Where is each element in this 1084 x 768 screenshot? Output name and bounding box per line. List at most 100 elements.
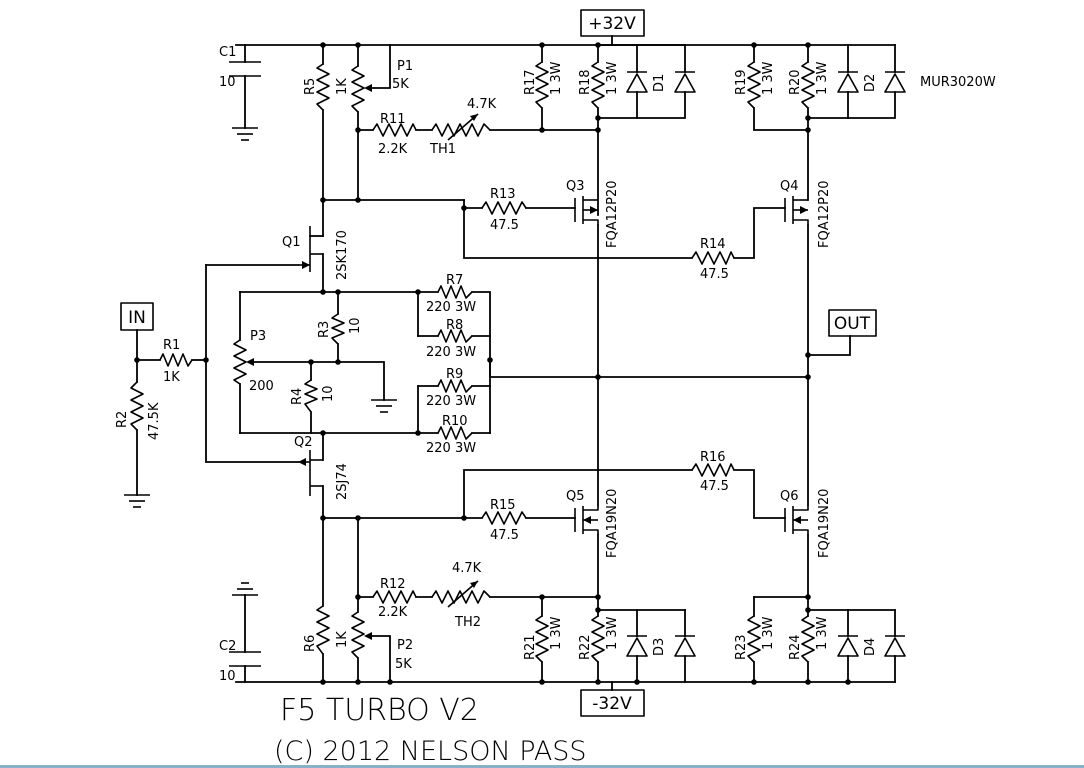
in-port-box (120, 302, 154, 331)
junctions (134, 42, 851, 685)
r4-label: R4 (290, 388, 305, 405)
resistor-r11 (372, 123, 417, 137)
r19-label: R19 (734, 69, 749, 95)
r18-value: 1 3W (605, 61, 620, 95)
resistor-r2 (130, 381, 144, 431)
r22-value: 1 3W (605, 616, 620, 650)
diode-part-label: MUR3020W (920, 75, 996, 90)
resistor-r8 (437, 329, 473, 343)
ground-symbol-r2 (124, 494, 150, 508)
diode-d2a (837, 71, 859, 93)
d3-label: D3 (652, 638, 667, 656)
p1-label: P1 (397, 59, 413, 74)
diode-d1b (674, 71, 696, 93)
out-label: OUT (834, 314, 871, 334)
q1-part: 2SK170 (335, 230, 350, 280)
potentiometer-p1 (351, 65, 365, 113)
r22-label: R22 (578, 634, 593, 660)
capacitor-c2 (229, 651, 261, 667)
mosfet-q5 (574, 505, 599, 535)
r8-label: R8 (446, 318, 463, 333)
c1-label: C1 (219, 45, 236, 60)
r3-label: R3 (317, 321, 332, 338)
jfet-q2 (298, 450, 323, 496)
q3-part: FQA12P20 (605, 180, 620, 248)
thermistor-th1 (431, 113, 491, 141)
r12-label: R12 (380, 577, 406, 592)
th2-value: 4.7K (452, 561, 482, 576)
c1-value: 10 (219, 75, 236, 90)
d2-label: D2 (863, 74, 878, 92)
p2-value: 5K (395, 657, 412, 672)
diode-d3a (626, 635, 648, 657)
r11-label: R11 (380, 112, 406, 127)
r21-value: 1 3W (549, 616, 564, 650)
resistor-r13 (481, 201, 527, 215)
r13-label: R13 (490, 187, 516, 202)
p2-wiper-arrow (364, 632, 372, 640)
vpos-label: +32V (588, 14, 636, 34)
q1-label: Q1 (282, 235, 301, 250)
r21-label: R21 (523, 634, 538, 660)
q6-label: Q6 (780, 489, 799, 504)
r13-value: 47.5 (490, 218, 519, 233)
r23-label: R23 (734, 634, 749, 660)
q3-label: Q3 (566, 179, 585, 194)
vneg-port-box (580, 689, 645, 717)
resistor-r24 (801, 615, 815, 663)
potentiometer-p2 (351, 611, 365, 659)
mosfet-q3 (574, 196, 599, 225)
d1-label: D1 (652, 74, 667, 92)
r16-label: R16 (700, 450, 726, 465)
r9-label: R9 (446, 367, 463, 382)
p3-wiper-arrow (246, 358, 254, 366)
resistor-r3 (331, 313, 345, 345)
r15-label: R15 (490, 498, 516, 513)
r4-value: 10 (321, 385, 336, 402)
diode-d3b (674, 635, 696, 657)
r6-value: 1K (335, 631, 350, 648)
r17-value: 1 3W (549, 61, 564, 95)
resistor-r6 (316, 605, 330, 655)
diode-d4b (884, 635, 906, 657)
resistor-r17 (535, 61, 549, 109)
potentiometer-p3 (233, 339, 247, 385)
d4-label: D4 (863, 638, 878, 656)
p1-wiper-arrow (364, 84, 372, 92)
diode-d2b (884, 71, 906, 93)
r17-label: R17 (523, 69, 538, 95)
resistor-r23 (747, 615, 761, 663)
mosfet-q6 (784, 505, 809, 535)
th1-value: 4.7K (467, 97, 497, 112)
resistor-r21 (535, 615, 549, 663)
r7-value: 220 3W (426, 300, 476, 315)
r1-value: 1K (163, 370, 180, 385)
resistor-r22 (591, 615, 605, 663)
th1-label: TH1 (429, 142, 456, 157)
resistor-r9 (437, 379, 473, 393)
r10-label: R10 (442, 414, 468, 429)
r16-value: 47.5 (700, 479, 729, 494)
c2-value: 10 (219, 669, 236, 684)
resistor-r16 (691, 463, 735, 477)
q2-part: 2SJ74 (335, 463, 350, 500)
r15-value: 47.5 (490, 528, 519, 543)
r2-value: 47.5K (147, 402, 162, 440)
diode-d1a (626, 71, 648, 93)
p1-value: 5K (392, 77, 409, 92)
resistor-r20 (801, 61, 815, 109)
q5-part: FQA19N20 (605, 489, 620, 558)
r2-label: R2 (115, 411, 130, 428)
q2-label: Q2 (294, 435, 313, 450)
r20-value: 1 3W (815, 61, 830, 95)
th2-label: TH2 (454, 615, 481, 630)
r5-value: 1K (335, 78, 350, 95)
r18-label: R18 (578, 69, 593, 95)
resistor-r19 (747, 61, 761, 109)
labels: +32V -32V IN OUT MUR3020W C1 10 C2 10 R1… (115, 14, 996, 767)
ground-symbol-wiper (371, 399, 397, 413)
mosfet-q4 (784, 196, 809, 225)
r7-label: R7 (446, 273, 463, 288)
ground-symbol-c2 (232, 582, 258, 596)
